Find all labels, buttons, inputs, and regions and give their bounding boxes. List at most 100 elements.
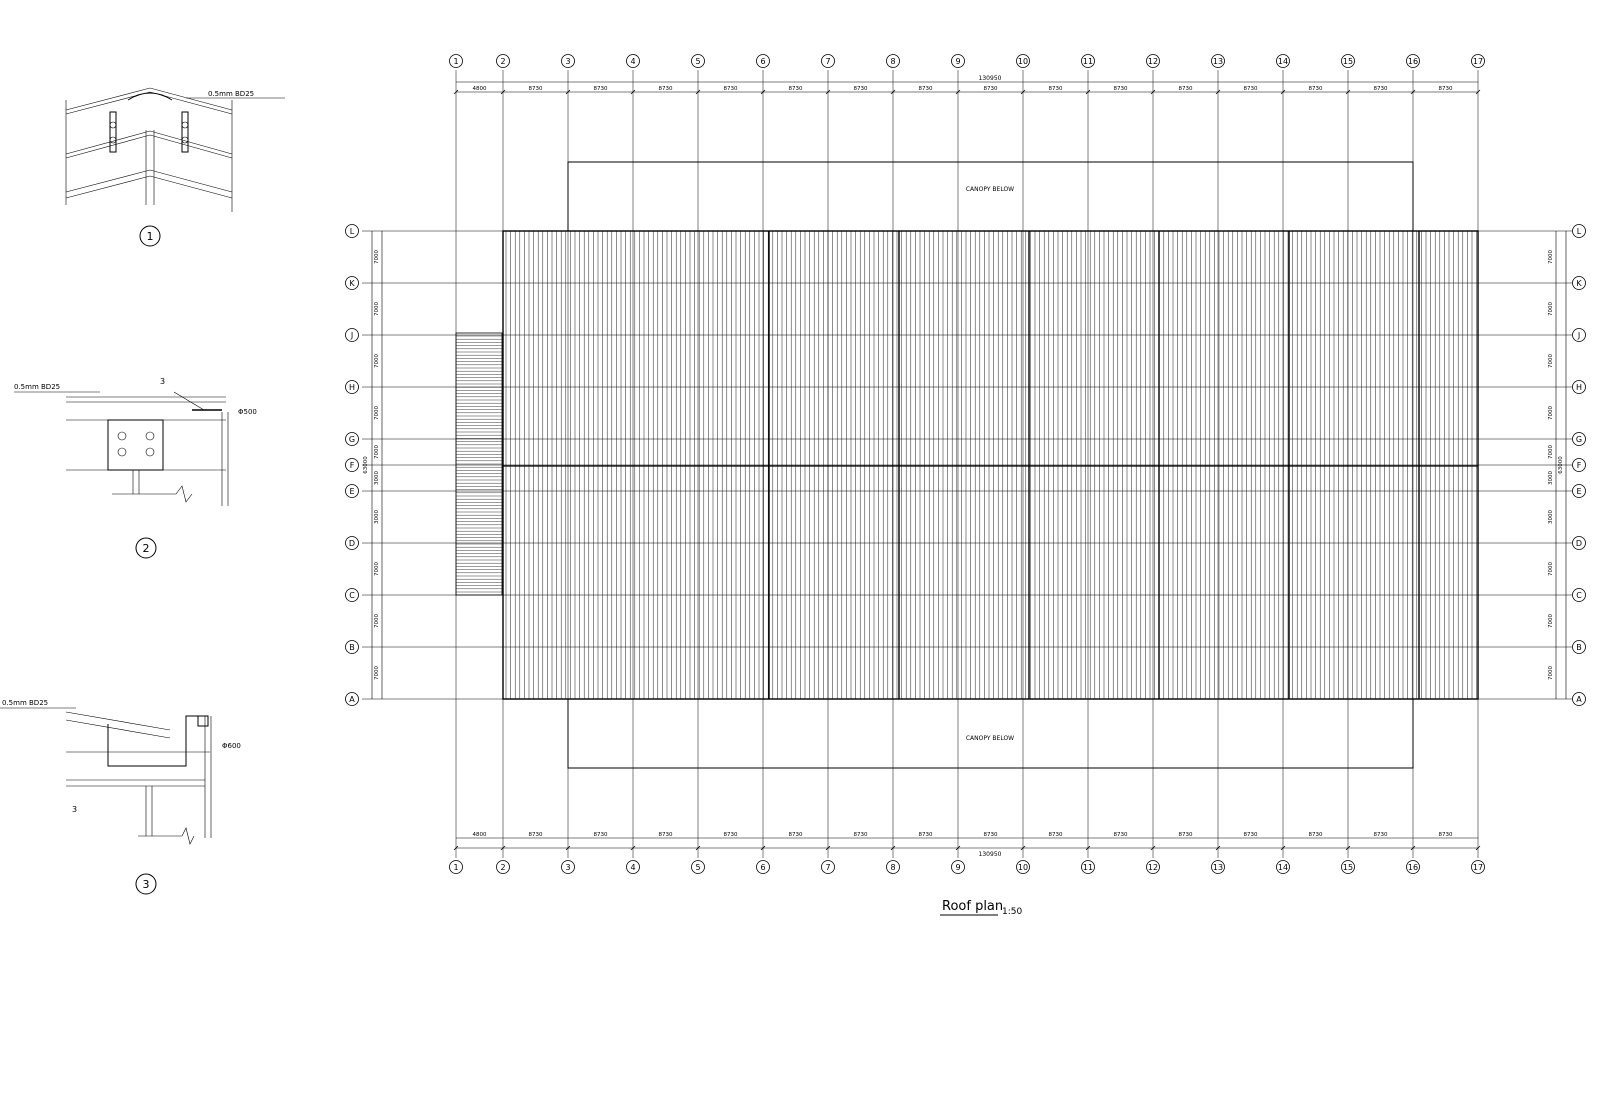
- grid-bubble-left-D: D: [349, 539, 355, 548]
- dim-row-spacing: 7000: [1548, 406, 1554, 420]
- dim-row-spacing: 7000: [374, 562, 380, 576]
- dim-column-spacing: 8730: [1114, 86, 1128, 92]
- grid-bubble-right-K: K: [1576, 279, 1582, 288]
- dim-column-spacing: 8730: [919, 86, 933, 92]
- grid-bubble-bottom-10-circle: [1016, 860, 1030, 874]
- dim-column-spacing: 8730: [724, 832, 738, 838]
- dim-tick: [1215, 845, 1221, 851]
- grid-bubble-left-K: K: [349, 279, 355, 288]
- canopy-top-outline: [567, 161, 1414, 232]
- grid-bubble-bottom-15-circle: [1341, 860, 1355, 874]
- dim-tick: [453, 845, 459, 851]
- grid-bubble-right-J-circle: [1572, 328, 1586, 342]
- grid-bubble-bottom-17-circle: [1471, 860, 1485, 874]
- grid-bubble-bottom-2: 2: [500, 863, 505, 872]
- grid-bubble-left-F: F: [350, 461, 355, 470]
- grid-bubble-top-13: 13: [1213, 57, 1223, 66]
- detail-1-ridge: 0.5mm BD25 1: [65, 87, 285, 247]
- grid-bubble-left-A-circle: [345, 692, 359, 706]
- dim-column-spacing: 8730: [984, 86, 998, 92]
- grid-bubble-top-5-circle: [691, 54, 705, 68]
- dim-tick: [565, 89, 571, 95]
- dim-row-spacing: 7000: [374, 250, 380, 264]
- grid-bubble-top-2: 2: [500, 57, 505, 66]
- dim-tick: [500, 845, 506, 851]
- grid-bubble-bottom-1-circle: [449, 860, 463, 874]
- detail-2-eave: 0.5mm BD25 3 Φ500 2: [14, 377, 257, 559]
- detail-2-marker: [135, 537, 157, 559]
- grid-bubble-bottom-5-circle: [691, 860, 705, 874]
- dim-row-spacing: 3000: [374, 510, 380, 524]
- dim-column-spacing: 8730: [529, 86, 543, 92]
- dim-tick: [695, 845, 701, 851]
- detail-3-material-label: 0.5mm BD25: [2, 699, 48, 707]
- grid-bubble-top-4-circle: [626, 54, 640, 68]
- grid-bubble-top-10: 10: [1018, 57, 1028, 66]
- detail-2-pipe-label: Φ500: [238, 408, 257, 416]
- dim-row-spacing: 7000: [374, 614, 380, 628]
- grid-bubble-left-B-circle: [345, 640, 359, 654]
- detail-1-material-label: 0.5mm BD25: [208, 90, 254, 98]
- grid-bubble-right-F-circle: [1572, 458, 1586, 472]
- grid-bubble-top-8: 8: [890, 57, 895, 66]
- dim-tick: [1345, 89, 1351, 95]
- dim-column-spacing: 8730: [919, 832, 933, 838]
- canopy-top-label: CANOPY BELOW: [966, 186, 1014, 193]
- grid-bubble-bottom-13-circle: [1211, 860, 1225, 874]
- grid-bubble-left-B: B: [349, 643, 355, 652]
- grid-bubble-bottom-5: 5: [695, 863, 700, 872]
- dim-column-spacing: 8730: [984, 832, 998, 838]
- grid-bubble-left-L-circle: [345, 224, 359, 238]
- grid-bubble-top-5: 5: [695, 57, 700, 66]
- grid-bubble-top-7: 7: [825, 57, 830, 66]
- dim-tick: [1280, 845, 1286, 851]
- dim-row-spacing: 7000: [374, 445, 380, 459]
- dim-overall-depth: 63000: [1558, 456, 1564, 474]
- dim-column-spacing: 8730: [789, 832, 803, 838]
- detail-3-weld-label: 3: [72, 805, 77, 814]
- dim-tick: [1085, 89, 1091, 95]
- dim-column-spacing: 8730: [1049, 86, 1063, 92]
- grid-bubble-bottom-11-circle: [1081, 860, 1095, 874]
- grid-bubble-bottom-7: 7: [825, 863, 830, 872]
- dim-tick: [825, 845, 831, 851]
- dim-tick: [630, 845, 636, 851]
- dim-row-spacing: 7000: [1548, 302, 1554, 316]
- dim-column-spacing: 8730: [1179, 86, 1193, 92]
- grid-bubble-right-K-circle: [1572, 276, 1586, 290]
- detail-3-pipe-label: Φ600: [222, 742, 241, 750]
- grid-bubble-left-E-circle: [345, 484, 359, 498]
- dim-column-spacing: 8730: [529, 832, 543, 838]
- dim-column-spacing: 8730: [1244, 832, 1258, 838]
- dim-row-spacing: 7000: [374, 354, 380, 368]
- grid-bubble-left-J: J: [350, 331, 353, 340]
- grid-bubble-bottom-3: 3: [565, 863, 570, 872]
- grid-bubble-right-C: C: [1576, 591, 1582, 600]
- drawing-scale: 1:50: [1002, 907, 1022, 917]
- grid-bubble-right-G-circle: [1572, 432, 1586, 446]
- dim-column-spacing: 8730: [1309, 832, 1323, 838]
- grid-bubble-bottom-8: 8: [890, 863, 895, 872]
- grid-bubble-left-C-circle: [345, 588, 359, 602]
- dim-tick: [1410, 845, 1416, 851]
- detail-3-id: 3: [143, 878, 150, 891]
- dim-tick: [1020, 89, 1026, 95]
- grid-bubble-left-G: G: [349, 435, 355, 444]
- grid-bubble-top-14-circle: [1276, 54, 1290, 68]
- grid-bubble-top-6-circle: [756, 54, 770, 68]
- grid-bubble-right-H-circle: [1572, 380, 1586, 394]
- dim-tick: [1410, 89, 1416, 95]
- dim-row-spacing: 7000: [374, 406, 380, 420]
- dim-column-spacing: 8730: [1439, 832, 1453, 838]
- dim-row-spacing: 7000: [1548, 562, 1554, 576]
- grid-bubble-right-B: B: [1576, 643, 1582, 652]
- grid-bubble-bottom-9-circle: [951, 860, 965, 874]
- dim-column-spacing: 8730: [1439, 86, 1453, 92]
- dim-tick: [890, 89, 896, 95]
- grid-bubble-top-2-circle: [496, 54, 510, 68]
- grid-bubble-bottom-1: 1: [453, 863, 458, 872]
- grid-bubble-right-G: G: [1576, 435, 1582, 444]
- grid-bubble-bottom-14: 14: [1278, 863, 1288, 872]
- dim-tick: [1475, 845, 1481, 851]
